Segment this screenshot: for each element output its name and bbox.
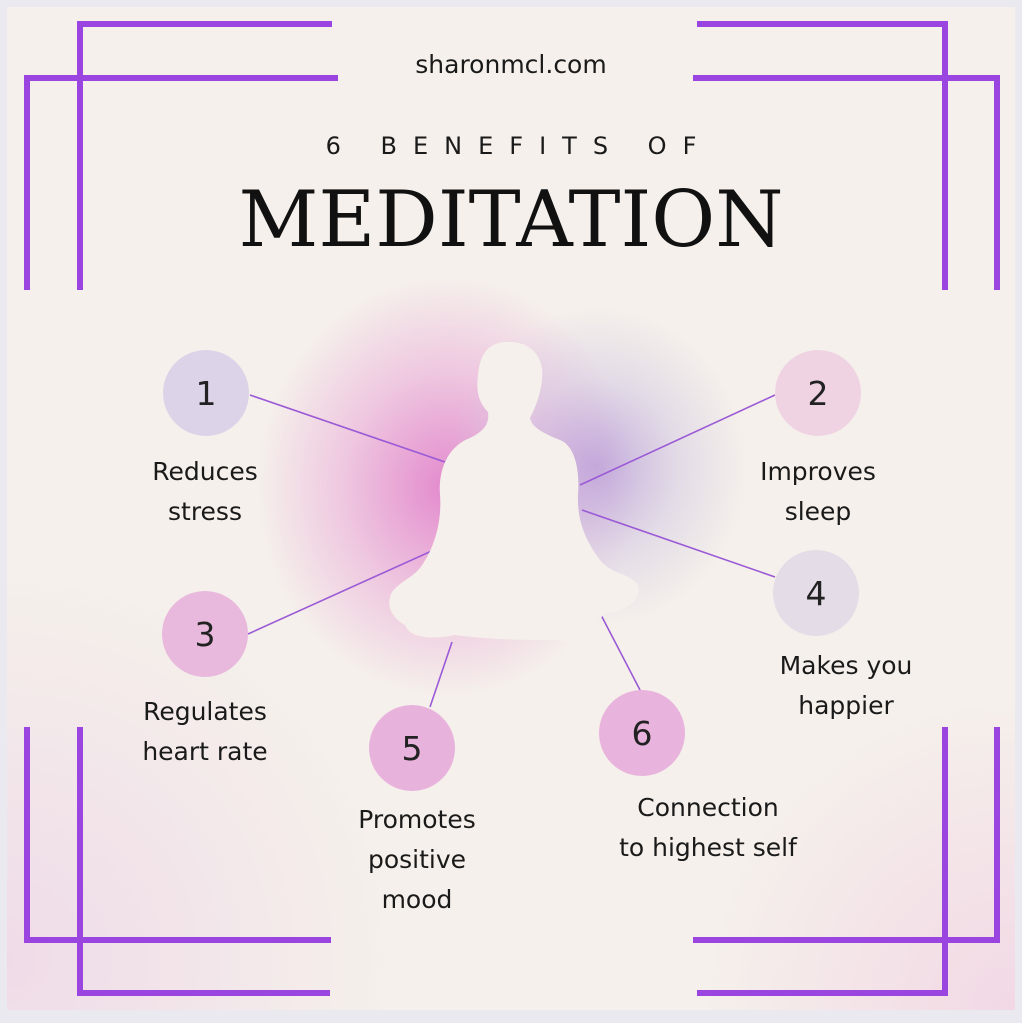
label-line: Improves xyxy=(760,457,876,486)
bracket-bottom-right-outer xyxy=(693,727,1000,943)
label-line: Promotes xyxy=(358,805,476,834)
bracket-bottom-left-outer xyxy=(24,727,331,943)
label-line: positive xyxy=(367,845,467,874)
bracket-top-right-inner xyxy=(697,21,948,290)
label-line: mood xyxy=(381,885,453,914)
label-line: Reduces xyxy=(152,457,258,486)
bracket-bottom-left-inner xyxy=(77,727,330,996)
benefit-label-6: Connection to highest self xyxy=(588,788,828,868)
connector-6 xyxy=(599,612,641,691)
subtitle: 6 BENEFITS OF xyxy=(325,132,713,160)
label-line: Makes you xyxy=(779,651,913,680)
label-line: sleep xyxy=(784,497,852,526)
meditating-figure-silhouette xyxy=(389,341,639,648)
label-line: stress xyxy=(168,497,242,526)
connector-5 xyxy=(429,641,453,708)
benefit-label-5: Promotes positive mood xyxy=(297,800,537,920)
benefit-label-2: Improves sleep xyxy=(698,452,938,532)
benefit-number-6: 6 xyxy=(599,690,685,776)
corner-brackets xyxy=(24,21,1000,996)
label-line: heart rate xyxy=(142,737,268,766)
bracket-top-left-inner xyxy=(77,21,332,290)
label-line: Regulates xyxy=(143,697,267,726)
label-line: happier xyxy=(798,691,894,720)
benefit-label-4: Makes you happier xyxy=(726,646,966,726)
label-line: to highest self xyxy=(619,833,797,862)
connector-2 xyxy=(579,394,776,486)
website-url: sharonmcl.com xyxy=(415,50,607,79)
benefit-number-5: 5 xyxy=(369,705,455,791)
benefit-number-2: 2 xyxy=(775,350,861,436)
connector-1 xyxy=(249,394,446,463)
benefit-number-1: 1 xyxy=(163,350,249,436)
connector-4 xyxy=(581,509,776,578)
bracket-top-right-outer xyxy=(693,75,1000,290)
label-line: Connection xyxy=(637,793,779,822)
benefit-label-1: Reduces stress xyxy=(85,452,325,532)
page-title: MEDITATION xyxy=(238,175,784,265)
bracket-bottom-right-inner xyxy=(697,727,948,996)
benefit-number-3: 3 xyxy=(162,591,248,677)
bracket-top-left-outer xyxy=(24,75,338,290)
benefit-label-3: Regulates heart rate xyxy=(85,692,325,772)
benefit-number-4: 4 xyxy=(773,550,859,636)
